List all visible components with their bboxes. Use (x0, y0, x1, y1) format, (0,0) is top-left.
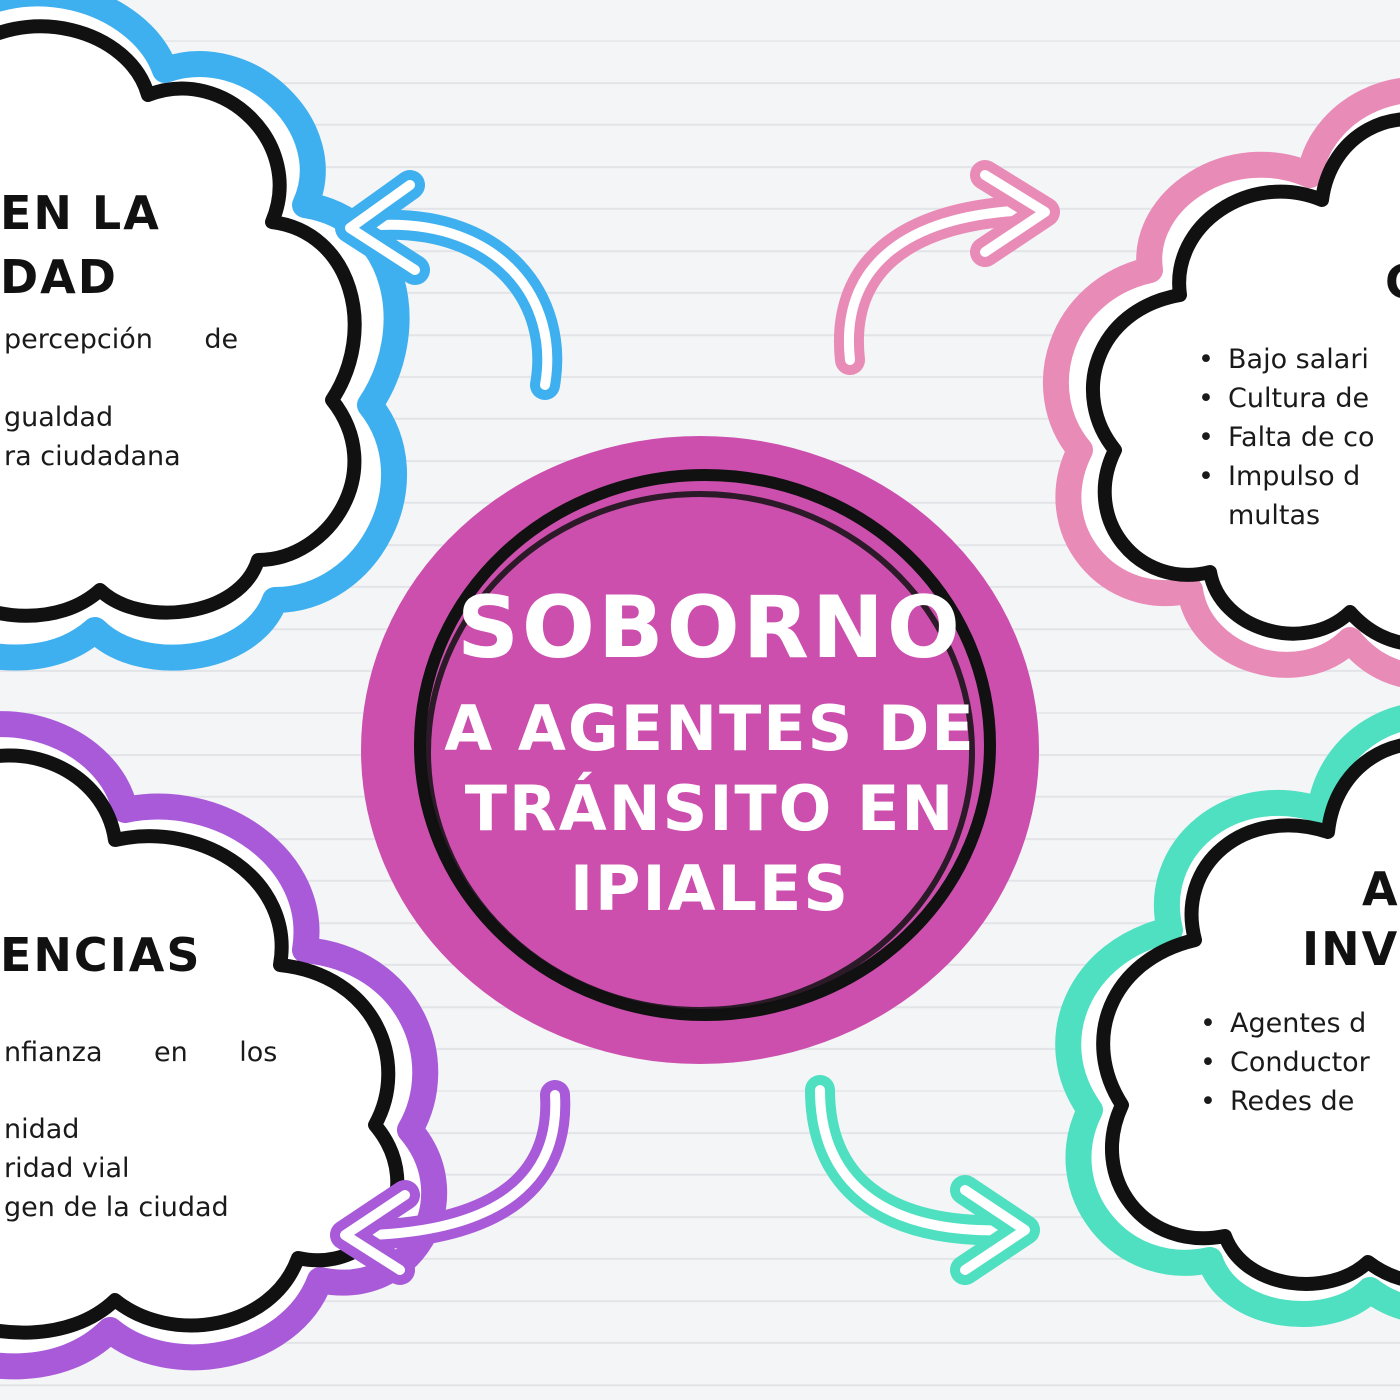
center-title-line1: SOBORNO (456, 578, 963, 678)
top-right-list-continuation: multas (1228, 500, 1321, 531)
top-right-list: Bajo salari Cultura de Falta de co Impul… (1198, 340, 1375, 496)
bottom-right-title-line2: INVO (1302, 922, 1400, 976)
list-item: Impulso d (1198, 457, 1375, 496)
bottom-left-title: ENCIAS (0, 928, 202, 982)
list-item: Conductor (1200, 1043, 1370, 1082)
list-item: Agentes d (1200, 1004, 1370, 1043)
arrow-to-top-left (335, 170, 563, 400)
bottom-left-text-line4: ridad vial (4, 1153, 130, 1184)
arrow-to-top-right (833, 160, 1060, 375)
top-left-title-line2: DAD (0, 250, 118, 304)
bottom-right-title-line1: AC (1362, 862, 1400, 916)
cloud-bottom-left (0, 711, 448, 1380)
top-left-text-line1: percepción de (4, 324, 239, 355)
center-title-line2: A AGENTES DE (444, 692, 976, 765)
top-left-title-line1: EN LA (0, 186, 161, 240)
bottom-left-text-line3: nidad (4, 1114, 80, 1145)
bottom-left-text-line1: nfianza en los (4, 1037, 278, 1068)
center-title-line3: TRÁNSITO EN (464, 772, 956, 845)
top-left-text-line3: gualdad (4, 402, 114, 433)
list-item: Bajo salari (1198, 340, 1375, 379)
arrow-to-bottom-left (330, 1080, 571, 1285)
list-item: Falta de co (1198, 418, 1375, 457)
center-title-line4: IPIALES (569, 852, 851, 925)
bottom-left-text-line5: gen de la ciudad (4, 1192, 229, 1223)
center-node (361, 436, 1039, 1064)
arrow-to-bottom-right (805, 1075, 1040, 1285)
top-left-text-line4: ra ciudadana (4, 441, 181, 472)
list-item: Cultura de (1198, 379, 1375, 418)
list-item: Redes de (1200, 1082, 1370, 1121)
bottom-right-list: Agentes d Conductor Redes de (1200, 1004, 1370, 1121)
top-right-title: C (1385, 255, 1400, 309)
cloud-top-left (0, 0, 410, 671)
